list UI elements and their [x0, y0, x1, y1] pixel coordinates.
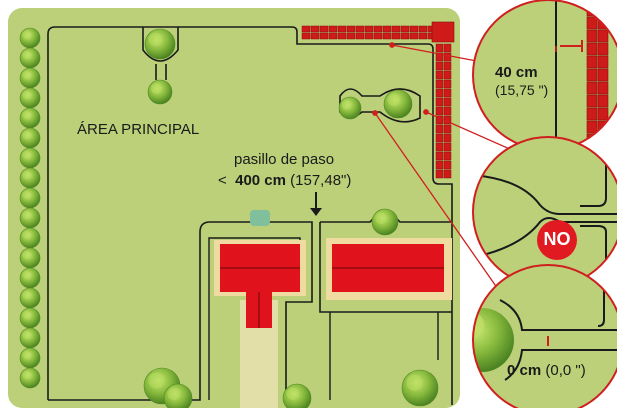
passage-arrow-head	[310, 208, 322, 216]
hedge-shrub	[19, 307, 41, 329]
hedge-shrub	[19, 367, 41, 389]
passage-title: pasillo de paso	[234, 151, 335, 168]
passage-measure: < 400 cm (157,48")	[218, 172, 351, 189]
zone-wire-bottom	[329, 312, 439, 400]
callout-bottom	[472, 264, 617, 408]
no-badge-text: NO	[543, 229, 571, 249]
hedge-shrub	[19, 107, 41, 129]
tree	[144, 28, 176, 60]
passage-inch: (157,48")	[290, 172, 352, 189]
callout-top-inch: (15,75 ")	[495, 82, 549, 98]
charging-station	[250, 210, 270, 226]
callout-bottom-value: 0 cm	[507, 362, 542, 379]
hedge-shrub	[19, 347, 41, 369]
main-area-label: ÁREA PRINCIPAL	[77, 121, 200, 138]
hedge-shrub	[19, 267, 41, 289]
tree	[371, 208, 399, 236]
hedge-shrub	[19, 287, 41, 309]
hedge-shrub	[19, 207, 41, 229]
passage-lt: <	[218, 172, 227, 189]
tree-island-wire-2	[155, 64, 167, 80]
tree-island-wire	[142, 27, 179, 62]
tree	[282, 383, 312, 408]
no-badge	[537, 220, 577, 260]
passage-value: 400 cm	[235, 172, 286, 189]
callout-bottom-measure: 0 cm (0,0 ")	[507, 362, 586, 379]
tree	[338, 96, 362, 120]
tree	[383, 89, 413, 119]
boundary-wire	[47, 26, 453, 405]
tree	[147, 79, 173, 105]
hedge-shrub	[19, 187, 41, 209]
callout-lines	[372, 42, 513, 293]
tree	[163, 383, 193, 408]
hedge-shrub	[19, 67, 41, 89]
tree	[401, 369, 439, 407]
hedge-shrub	[19, 87, 41, 109]
hedge-row	[19, 27, 41, 389]
callout-top-value: 40 cm	[495, 64, 538, 81]
trees	[143, 28, 439, 408]
callout-bottom-inch: (0,0 ")	[545, 362, 586, 379]
hedge-shrub	[19, 327, 41, 349]
brick-wall	[301, 21, 455, 179]
hedge-shrub	[19, 127, 41, 149]
hedge-shrub	[19, 27, 41, 49]
hedge-shrub	[19, 167, 41, 189]
hedge-shrub	[19, 247, 41, 269]
lawn	[8, 8, 460, 408]
hedge-shrub	[19, 47, 41, 69]
zone-wire-left	[48, 221, 313, 401]
hedge-shrub	[19, 227, 41, 249]
callout-middle	[472, 136, 617, 288]
hedge-shrub	[19, 147, 41, 169]
